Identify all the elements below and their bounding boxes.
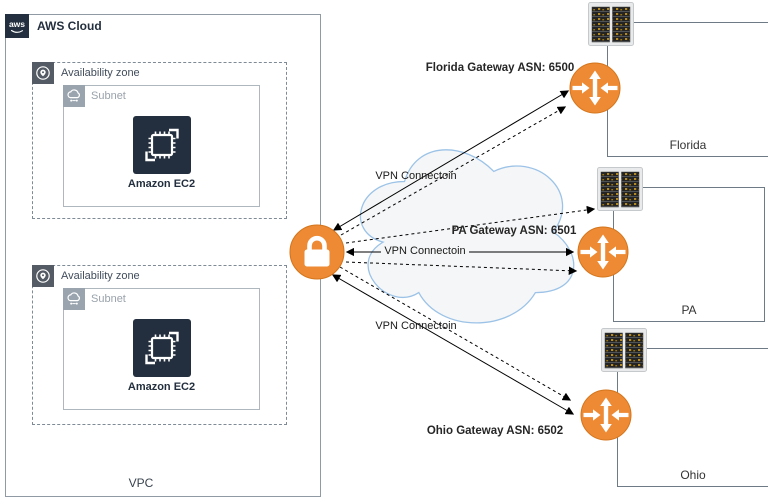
vpc-label: VPC [128, 476, 154, 490]
subnet-label: Subnet [91, 293, 126, 305]
ec2-instance-2: Amazon EC2 [64, 319, 259, 393]
aws-cloud-container: aws AWS Cloud VPC Availability zone [5, 14, 321, 497]
ec2-instance-1: Amazon EC2 [64, 116, 259, 190]
subnet-cloud-icon [63, 85, 85, 107]
lock-icon [289, 224, 345, 285]
vpn-connection-label-ohio: VPN Connectoin [375, 320, 457, 332]
availability-zone-1: Availability zone Subnet [32, 62, 287, 219]
availability-zone-2: Availability zone Subnet [32, 265, 287, 425]
vpn-connection-label-pa: VPN Connectoin [360, 245, 490, 257]
router-arrows-icon [569, 62, 621, 119]
subnet-label: Subnet [91, 90, 126, 102]
site-name: PA [681, 303, 697, 317]
server-rack-icon [601, 328, 647, 377]
aws-logo-icon: aws [5, 14, 29, 38]
subnet-cloud-icon [63, 288, 85, 310]
server-rack-icon [597, 167, 643, 216]
subnet-1: Subnet Amazon EC2 [63, 85, 260, 207]
vpn-connection-label-florida: VPN Connectoin [375, 170, 457, 182]
availability-zone-label: Availability zone [61, 67, 140, 79]
aws-cloud-label: AWS Cloud [37, 19, 102, 33]
location-pin-icon [32, 265, 54, 287]
pa-asn-label: PA Gateway ASN: 6501 [451, 225, 577, 237]
ohio-asn-label: Ohio Gateway ASN: 6502 [426, 425, 564, 437]
ec2-chip-icon [132, 319, 191, 377]
server-rack-icon [588, 2, 634, 51]
florida-asn-label: Florida Gateway ASN: 6500 [425, 62, 575, 74]
svg-text:aws: aws [9, 19, 25, 29]
ec2-label: Amazon EC2 [127, 178, 196, 190]
ec2-chip-icon [132, 116, 191, 174]
site-name: Ohio [680, 468, 706, 482]
router-arrows-icon [580, 389, 632, 446]
location-pin-icon [32, 62, 54, 84]
ec2-label: Amazon EC2 [127, 381, 196, 393]
subnet-2: Subnet Amazon EC2 [63, 288, 260, 410]
availability-zone-label: Availability zone [61, 270, 140, 282]
site-name: Florida [669, 138, 707, 152]
